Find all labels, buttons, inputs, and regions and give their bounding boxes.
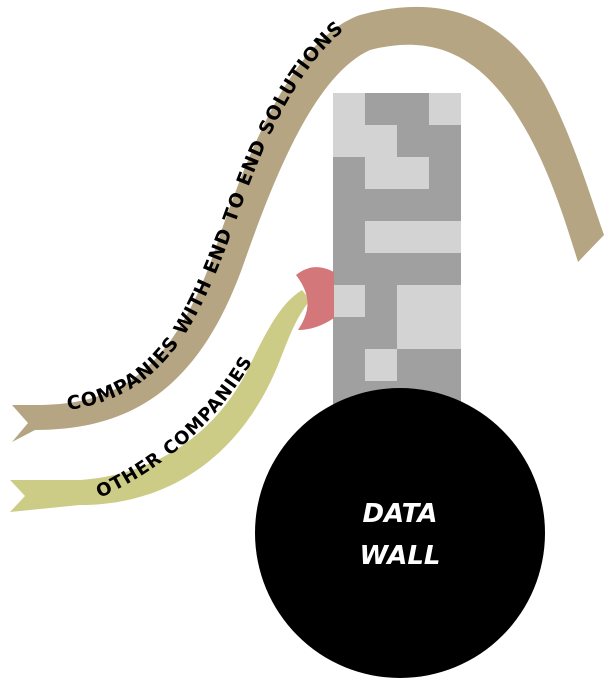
end-to-end-label: COMPANIES WITH END TO END SOLUTIONS — [65, 17, 348, 415]
wall-block — [429, 317, 461, 349]
wall-block — [365, 317, 397, 349]
wall-block — [397, 93, 429, 125]
wall-block — [429, 285, 461, 317]
wall-block — [397, 189, 429, 221]
other-companies-ribbon — [10, 290, 310, 512]
wall-block — [429, 221, 461, 253]
arrow-tip — [296, 267, 334, 330]
end-to-end-ribbon — [12, 6, 604, 442]
wall-block — [333, 93, 365, 125]
wall-block — [333, 221, 365, 253]
data-wall-circle — [255, 388, 545, 678]
wall-block — [397, 253, 429, 285]
wall-block — [365, 125, 397, 157]
wall-block — [333, 253, 365, 285]
wall-block — [365, 93, 397, 125]
data-wall-column — [333, 93, 461, 413]
wall-block — [365, 285, 397, 317]
wall-block — [397, 285, 429, 317]
wall-block — [429, 157, 461, 189]
wall-label-wall: WALL — [359, 541, 440, 571]
wall-block — [397, 349, 429, 381]
wall-block — [333, 157, 365, 189]
wall-block — [429, 349, 461, 381]
wall-label-data: DATA — [362, 499, 437, 529]
wall-block — [429, 125, 461, 157]
wall-block — [397, 157, 429, 189]
wall-block — [365, 221, 397, 253]
wall-block — [333, 125, 365, 157]
wall-block — [365, 349, 397, 381]
wall-block — [397, 221, 429, 253]
wall-block — [397, 317, 429, 349]
wall-block — [333, 189, 365, 221]
wall-block — [333, 349, 365, 381]
wall-block — [333, 285, 365, 317]
wall-block — [365, 253, 397, 285]
wall-block — [429, 253, 461, 285]
wall-block — [365, 157, 397, 189]
wall-block — [397, 125, 429, 157]
wall-block — [429, 93, 461, 125]
wall-block — [333, 317, 365, 349]
wall-block — [365, 189, 397, 221]
wall-block — [429, 189, 461, 221]
